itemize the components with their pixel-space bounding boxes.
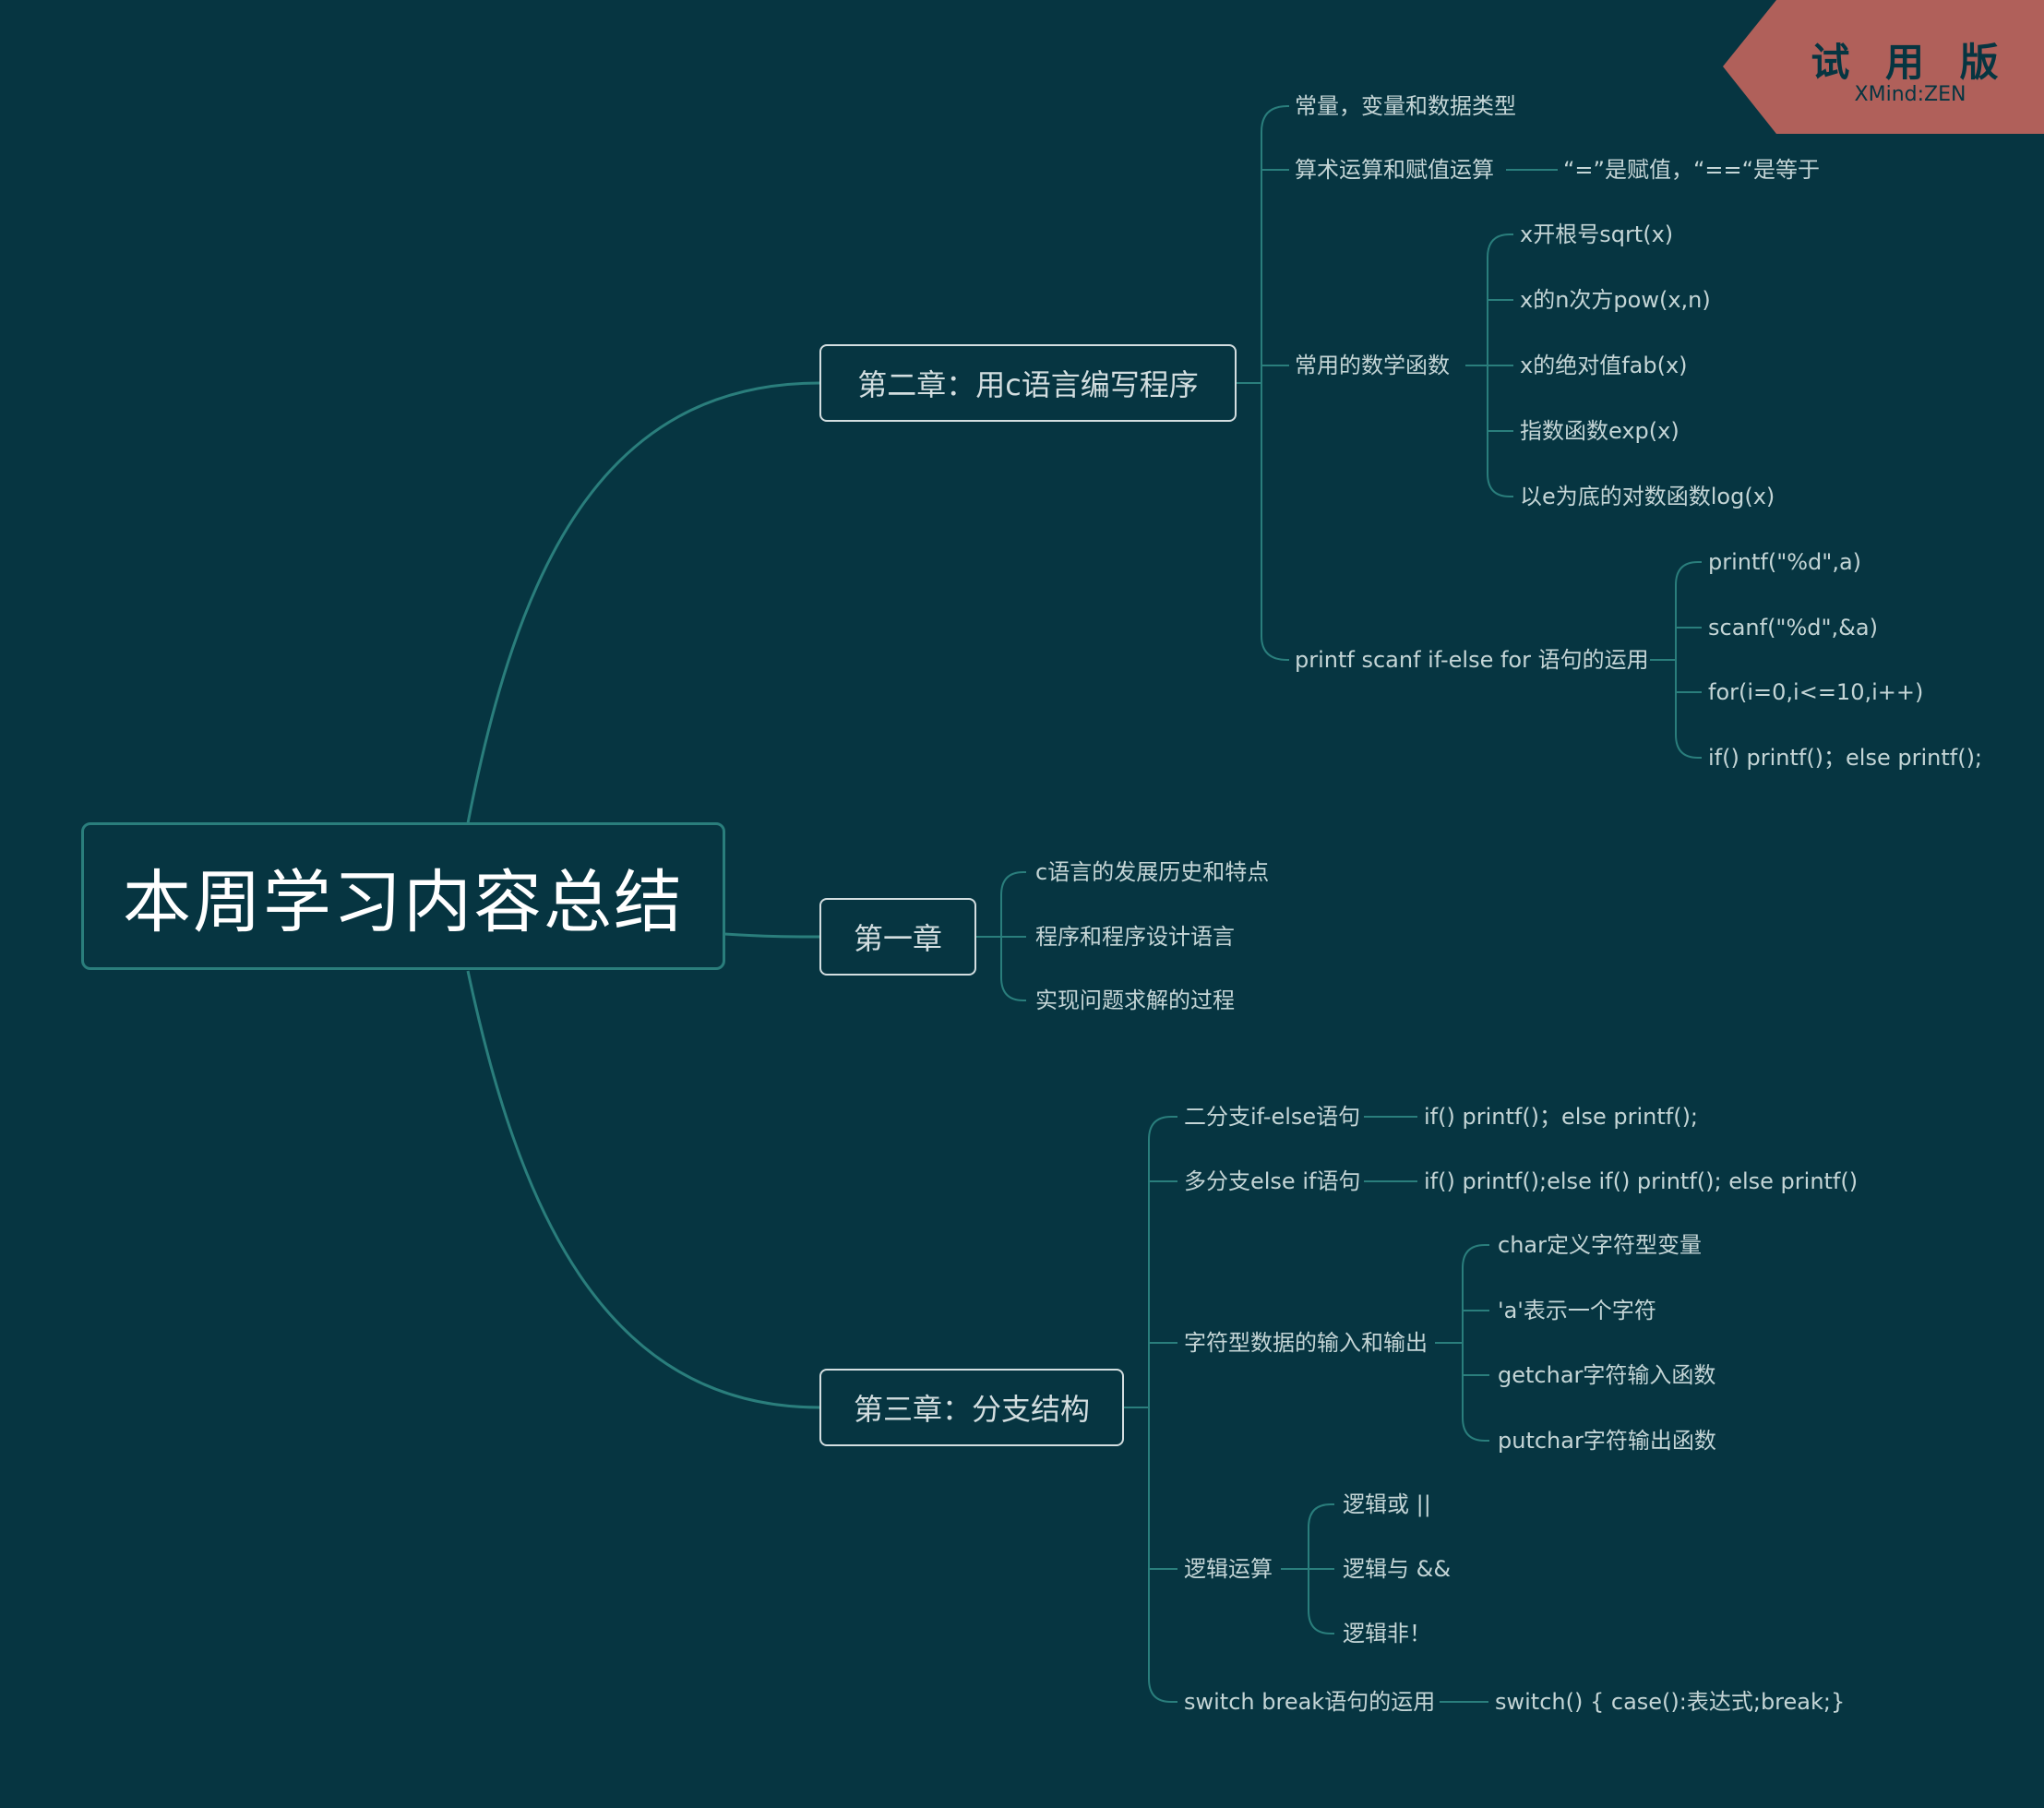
trial-badge-title: 试 用 版 (1811, 40, 2010, 85)
connector-root-ch1 (723, 932, 820, 939)
topic-chapter-3-label: 第三章：分支结构 (853, 1392, 1090, 1427)
topic-chapter-3[interactable]: 第三章：分支结构 (819, 1369, 1124, 1446)
ch1-item[interactable]: 程序和程序设计语言 (1035, 924, 1235, 950)
char-io-item[interactable]: 'a'表示一个字符 (1498, 1298, 1656, 1323)
topic-chapter-2-label: 第二章：用c语言编写程序 (857, 367, 1199, 402)
subtopic-switch[interactable]: switch break语句的运用 (1184, 1689, 1436, 1715)
subtopic-char-io[interactable]: 字符型数据的输入和输出 (1184, 1330, 1428, 1356)
subtopic-logic[interactable]: 逻辑运算 (1184, 1556, 1273, 1582)
trial-badge-shape (1723, 0, 2044, 134)
io-item[interactable]: for(i=0,i<=10,i++) (1708, 679, 1924, 705)
io-item[interactable]: scanf("%d",&a) (1708, 615, 1878, 641)
char-io-item[interactable]: char定义字符型变量 (1498, 1232, 1702, 1258)
topic-chapter-1-label: 第一章 (853, 921, 942, 956)
subtopic-io-statements[interactable]: printf scanf if-else for 语句的运用 (1295, 647, 1649, 673)
logic-item[interactable]: 逻辑与 && (1343, 1556, 1452, 1582)
subtopic-switch-note[interactable]: switch() { case():表达式;break;} (1495, 1689, 1846, 1715)
math-item[interactable]: x的n次方pow(x,n) (1520, 287, 1711, 313)
char-io-item[interactable]: putchar字符输出函数 (1498, 1428, 1716, 1454)
connector-root-ch3 (466, 970, 820, 1409)
char-io-item[interactable]: getchar字符输入函数 (1498, 1362, 1716, 1388)
subtopic-else-if[interactable]: 多分支else if语句 (1184, 1168, 1361, 1194)
math-item[interactable]: x开根号sqrt(x) (1520, 222, 1674, 247)
root-topic-label: 本周学习内容总结 (123, 862, 684, 942)
topic-chapter-2[interactable]: 第二章：用c语言编写程序 (819, 344, 1237, 422)
ch1-item[interactable]: 实现问题求解的过程 (1035, 988, 1235, 1013)
subtopic-if-else-note[interactable]: if() printf()；else printf(); (1424, 1104, 1699, 1130)
logic-item[interactable]: 逻辑或 || (1343, 1491, 1431, 1517)
subtopic-if-else[interactable]: 二分支if-else语句 (1184, 1104, 1361, 1130)
io-item[interactable]: printf("%d",a) (1708, 549, 1862, 575)
math-item[interactable]: 指数函数exp(x) (1520, 418, 1679, 444)
math-item[interactable]: 以e为底的对数函数log(x) (1520, 484, 1775, 509)
connector-root-ch2 (466, 381, 820, 824)
trial-badge-subtitle: XMind:ZEN (1854, 83, 1966, 106)
subtopic-constants[interactable]: 常量，变量和数据类型 (1295, 93, 1516, 119)
logic-item[interactable]: 逻辑非！ (1343, 1621, 1431, 1646)
subtopic-arithmetic-note[interactable]: “=”是赋值，“==“是等于 (1563, 157, 1821, 183)
subtopic-else-if-note[interactable]: if() printf();else if() printf(); else p… (1424, 1168, 1859, 1194)
root-topic[interactable]: 本周学习内容总结 (81, 822, 725, 970)
subtopic-math-functions[interactable]: 常用的数学函数 (1295, 353, 1450, 378)
ch1-item[interactable]: c语言的发展历史和特点 (1035, 859, 1270, 885)
math-item[interactable]: x的绝对值fab(x) (1520, 353, 1688, 378)
topic-chapter-1[interactable]: 第一章 (819, 898, 976, 976)
subtopic-arithmetic[interactable]: 算术运算和赋值运算 (1295, 157, 1494, 183)
io-item[interactable]: if() printf()；else printf(); (1708, 745, 1983, 771)
